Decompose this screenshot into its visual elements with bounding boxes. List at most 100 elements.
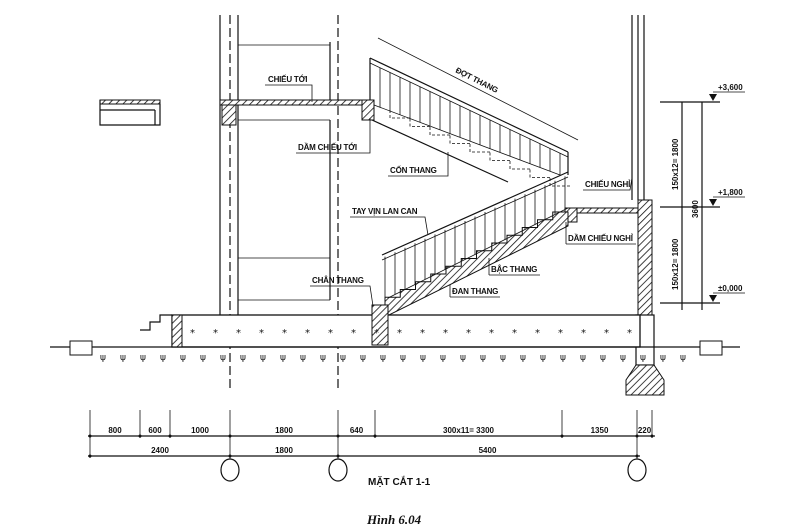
- soil-mark: ψ: [560, 353, 566, 363]
- hidden-step: [469, 144, 490, 153]
- elevation-marker-icon: [709, 199, 717, 206]
- hidden-step: [529, 169, 550, 178]
- label-chieu-nghi: CHIẾU NGHỈ: [585, 179, 631, 189]
- right-wall: [625, 15, 665, 396]
- fill-mark: *: [374, 328, 379, 339]
- rail-bottom: [387, 207, 569, 299]
- fill-mark: *: [558, 328, 563, 339]
- fill-mark: *: [535, 328, 540, 339]
- axis-bubble: [627, 458, 647, 482]
- fill-mark: *: [443, 328, 448, 339]
- label-dan-thang: ĐAN THANG: [452, 287, 498, 296]
- dimension-label: 2400: [151, 446, 169, 455]
- hidden-step: [509, 161, 530, 170]
- hidden-step: [549, 178, 570, 187]
- upper-flight: [369, 57, 570, 187]
- soil-mark: ψ: [280, 353, 286, 363]
- label-chan-thang: CHÂN THANG: [312, 276, 364, 285]
- label-dam-chieu-nghi: DẦM CHIẾU NGHỈ: [568, 233, 634, 243]
- soil-mark: ψ: [360, 353, 366, 363]
- hidden-step: [389, 110, 410, 119]
- fill-mark: *: [581, 328, 586, 339]
- fill-mark: *: [190, 328, 195, 339]
- soil-mark: ψ: [380, 353, 386, 363]
- handrail: [369, 57, 569, 153]
- label-dam-chieu-toi: DẦM CHIẾU TỚI: [298, 142, 357, 152]
- soil-mark: ψ: [220, 353, 226, 363]
- soil-mark: ψ: [620, 353, 626, 363]
- soil-mark: ψ: [200, 353, 206, 363]
- soil-mark: ψ: [460, 353, 466, 363]
- fill-mark: *: [213, 328, 218, 339]
- figure-caption: Hình 6.04: [366, 512, 422, 527]
- soil-mark: ψ: [480, 353, 486, 363]
- fill-mark: *: [466, 328, 471, 339]
- dimension-dot: [88, 454, 92, 458]
- dimension-label: 5400: [479, 446, 497, 455]
- label-bac-thang: BẬC THANG: [491, 265, 537, 274]
- soil-mark: ψ: [420, 353, 426, 363]
- fill-mark: *: [627, 328, 632, 339]
- soil-mark: ψ: [680, 353, 686, 363]
- label-con-thang: CỐN THANG: [390, 165, 437, 175]
- elevation-label: +1,800: [718, 188, 743, 197]
- soil-mark: ψ: [660, 353, 666, 363]
- dimension-label: 1800: [275, 446, 293, 455]
- soil-mark: ψ: [240, 353, 246, 363]
- dimension-label: 1800: [275, 426, 293, 435]
- axis-bubbles: [220, 455, 647, 482]
- dimension-label: 300x11= 3300: [443, 426, 494, 435]
- middle-landing-slab: [564, 207, 639, 223]
- handrail-lower: [369, 62, 569, 158]
- soil-mark: ψ: [100, 353, 106, 363]
- hidden-step: [429, 127, 450, 136]
- hidden-step: [409, 118, 430, 127]
- label-tay-vin-lan-can: TAY VỊN LAN CAN: [352, 207, 418, 216]
- dimension-dot: [560, 434, 564, 438]
- fill-mark: *: [489, 328, 494, 339]
- soil-mark: ψ: [520, 353, 526, 363]
- rail-bottom: [373, 104, 561, 176]
- soil-mark: ψ: [340, 353, 346, 363]
- fill-mark: *: [420, 328, 425, 339]
- dimension-dot: [650, 434, 654, 438]
- soil-mark: ψ: [400, 353, 406, 363]
- dimension-label: 1350: [591, 426, 609, 435]
- dimension-label: 800: [108, 426, 122, 435]
- soil-mark: ψ: [640, 353, 646, 363]
- dim-total-height: 3600: [691, 200, 700, 218]
- dimension-label: 1000: [191, 426, 209, 435]
- soil-mark: ψ: [160, 353, 166, 363]
- label-chieu-toi: CHIẾU TỚI: [268, 74, 307, 84]
- soil-mark: ψ: [500, 353, 506, 363]
- stair-steps: [384, 211, 569, 318]
- dimension-label: 220: [638, 426, 652, 435]
- lower-flight: [381, 171, 569, 318]
- dim-lower-flight: 150x12= 1800: [671, 238, 680, 290]
- fill-mark: *: [512, 328, 517, 339]
- dimension-dot: [138, 434, 142, 438]
- fill-mark: *: [236, 328, 241, 339]
- soil-mark: ψ: [120, 353, 126, 363]
- elevation-marker-icon: [709, 94, 717, 101]
- fill-mark: *: [259, 328, 264, 339]
- fill-mark: *: [328, 328, 333, 339]
- elevation-label: +3,600: [718, 83, 743, 92]
- landing-beam-upper: [361, 99, 375, 121]
- soil-mark: ψ: [300, 353, 306, 363]
- stringer: [371, 119, 509, 183]
- stair-foot: [371, 304, 389, 346]
- soil-mark: ψ: [440, 353, 446, 363]
- fill-mark: *: [397, 328, 402, 339]
- elevation-marker-icon: [709, 295, 717, 302]
- soil-mark: ψ: [140, 353, 146, 363]
- fill-mark: *: [351, 328, 356, 339]
- vertical-dimensions: 150x12= 1800 150x12= 1800 3600 +3,600 +1,…: [660, 83, 745, 310]
- fill-mark: *: [305, 328, 310, 339]
- dimension-label: 600: [148, 426, 162, 435]
- soil-mark: ψ: [320, 353, 326, 363]
- upper-landing-slab: [99, 99, 375, 126]
- dim-upper-flight: 150x12= 1800: [671, 138, 680, 190]
